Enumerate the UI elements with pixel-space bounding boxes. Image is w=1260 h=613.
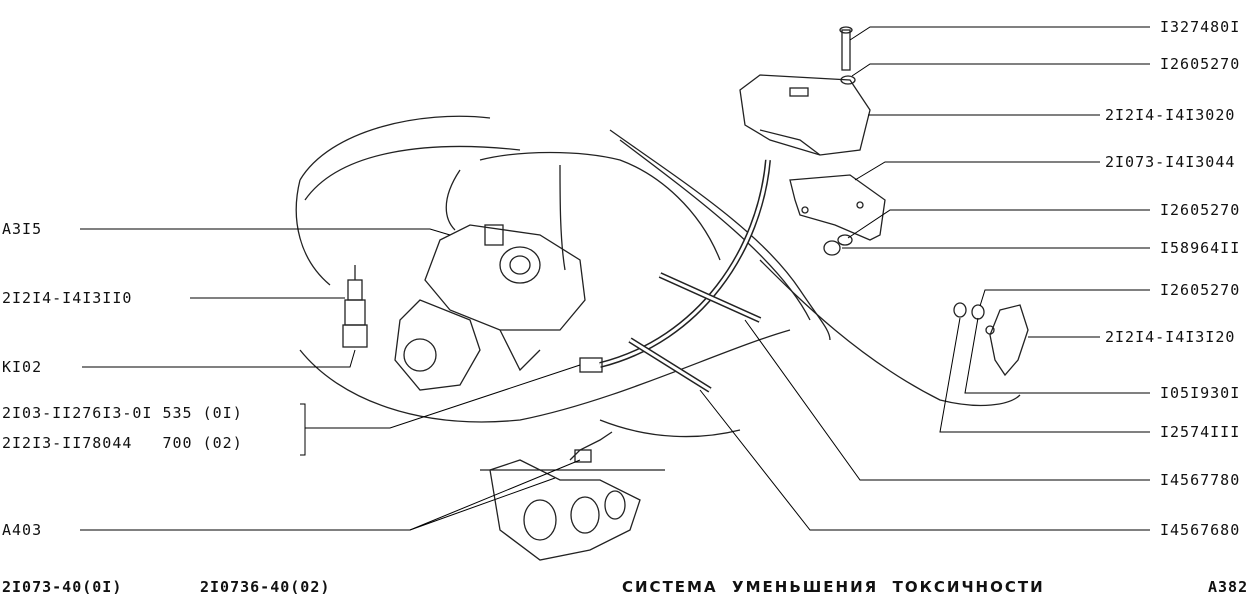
part-label-bracket: 2I073-I4I3044 — [1105, 153, 1236, 171]
part-label-clamp-lower: I4567680 — [1160, 521, 1241, 539]
body-outline — [299, 115, 491, 181]
footer-model-2: 2I0736-40(02) — [200, 578, 331, 596]
part-label-10519301: I05I930I — [1160, 384, 1241, 402]
bracket — [789, 174, 886, 241]
washer-mid — [837, 234, 853, 246]
part-label-a403: A403 — [2, 521, 43, 539]
part-label-bolt: I327480I — [1160, 18, 1241, 36]
part-label-ki02: KI02 — [2, 358, 43, 376]
part-label-clamp-upper: I4567780 — [1160, 471, 1241, 489]
part-label-sensor: 2I2I4-I4I3II0 — [2, 289, 133, 307]
page-number: A382 — [1208, 578, 1249, 596]
sensor-left — [347, 279, 363, 301]
bolt — [841, 29, 851, 71]
part-label-1257411: I2574III — [1160, 423, 1241, 441]
part-label-hose-02: 2I2I3-II78044 700 (02) — [2, 434, 243, 452]
part-label-washer-top: I2605270 — [1160, 55, 1241, 73]
footer-model-1: 2I073-40(0I) — [2, 578, 123, 596]
valve-block — [739, 74, 871, 156]
part-label-a315: A3I5 — [2, 220, 43, 238]
valve-right — [989, 304, 1029, 377]
part-label-nut: I58964II — [1160, 239, 1241, 257]
nut — [823, 240, 841, 256]
part-label-washer-right: I2605270 — [1160, 281, 1241, 299]
exhaust-manifold — [489, 459, 641, 561]
part-label-hose-01: 2I03-II276I3-0I 535 (0I) — [2, 404, 243, 422]
page-title: СИСТЕМА УМЕНЬШЕНИЯ ТОКСИЧНОСТИ — [622, 578, 1045, 596]
washer-top — [840, 75, 856, 85]
hose — [599, 159, 771, 368]
part-label-washer-mid: I2605270 — [1160, 201, 1241, 219]
part-label-valve-block: 2I2I4-I4I3020 — [1105, 106, 1236, 124]
part-label-valve-right: 2I2I4-I4I3I20 — [1105, 328, 1236, 346]
carburetor — [424, 224, 586, 331]
